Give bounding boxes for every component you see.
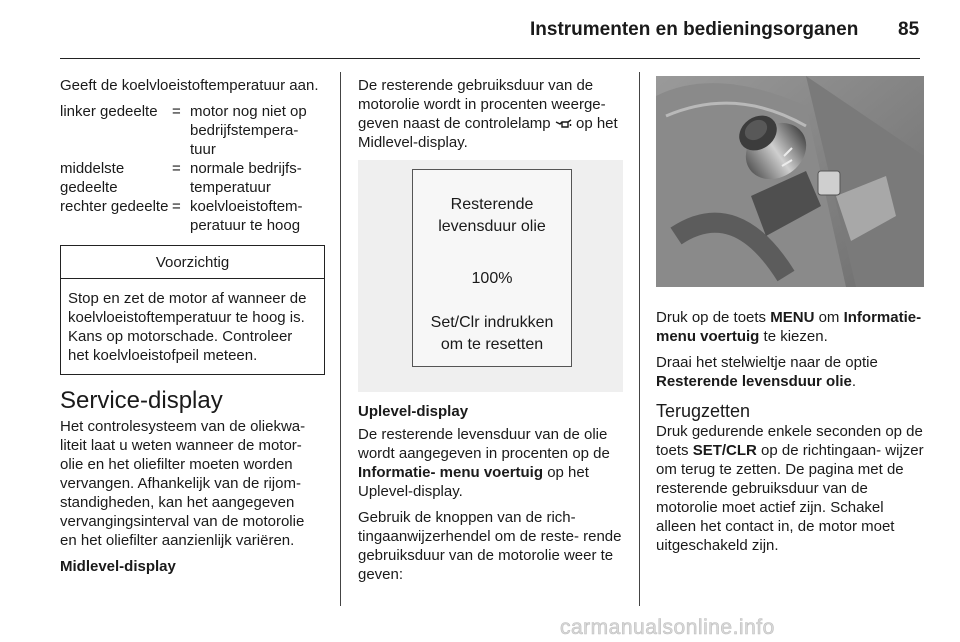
uplevel-paragraph: De resterende levensduur van de olie wor…	[358, 425, 623, 501]
menu-option: Informatie- menu voertuig	[656, 309, 922, 345]
header-rule	[60, 58, 920, 59]
oil-can-icon	[555, 119, 572, 128]
column-right: Druk op de toets MENU om Informatie- men…	[656, 76, 924, 562]
intro-text: Geeft de koelvloeistoftemperatuur aan.	[60, 77, 319, 94]
midlevel-text-a: De resterende gebruiksduur van de motoro…	[358, 77, 606, 132]
caution-text: Stop en zet de motor af wanneer de koelv…	[68, 290, 307, 364]
menu-text-c: te kiezen.	[763, 328, 828, 345]
definition-eq: =	[172, 103, 181, 120]
caution-title: Voorzichtig	[61, 246, 324, 279]
column-middle: De resterende gebruiksduur van de motoro…	[358, 76, 623, 591]
reset-text-a: Druk gedurende enkele seconden op de toe…	[656, 423, 923, 459]
midlevel-display-figure: Resterende levensduur olie 100% Set/Clr …	[358, 160, 623, 392]
display-line: levensduur olie	[438, 218, 546, 235]
definition-eq: =	[172, 160, 181, 177]
definition-term: linker gedeelte	[60, 103, 158, 120]
reset-paragraph: Druk gedurende enkele seconden op de toe…	[656, 422, 924, 555]
midlevel-text-b: op het Midlevel-display.	[358, 115, 618, 151]
wheel-text-a: Draai het stelwieltje naar de optie	[656, 354, 878, 371]
definition-desc: koelvloeistoftem- peratuur te hoog	[190, 198, 303, 234]
definition-term: middelste gedeelte	[60, 160, 125, 196]
column-divider-right	[639, 72, 640, 606]
column-divider-left	[340, 72, 341, 606]
definition-eq: =	[172, 198, 181, 215]
menu-key: MENU	[770, 309, 815, 326]
display-screen: Resterende levensduur olie 100% Set/Clr …	[412, 169, 572, 367]
column-left: Geeft de koelvloeistoftemperatuur aan. l…	[60, 76, 325, 583]
uplevel-text-b: op het Uplevel-display.	[358, 464, 589, 500]
uplevel-text-a: De resterende levensduur van de olie wor…	[358, 426, 610, 462]
reset-heading: Terugzetten	[656, 401, 751, 421]
uplevel-menu-name: Informatie- menu voertuig	[358, 464, 544, 481]
wheel-option: Resterende levensduur olie	[656, 373, 852, 390]
caution-box: Voorzichtig Stop en zet de motor af wann…	[60, 245, 325, 375]
midlevel-paragraph: De resterende gebruiksduur van de motoro…	[358, 76, 623, 152]
menu-paragraph: Druk op de toets MENU om Informatie- men…	[656, 308, 924, 346]
definition-row: rechter gedeelte = koelvloeistoftem- per…	[60, 197, 325, 235]
temperature-definitions: linker gedeelte = motor nog niet op bedr…	[60, 102, 325, 235]
menu-text-a: Druk op de toets	[656, 309, 767, 326]
section-heading: Service-display	[60, 387, 223, 414]
wheel-paragraph: Draai het stelwieltje naar de optie Rest…	[656, 353, 924, 391]
section-text: Het controlesysteem van de oliekwa- lite…	[60, 418, 306, 549]
watermark-logo: carmanualsonline.info	[560, 616, 775, 640]
definition-row: middelste gedeelte = normale bedrijfs- t…	[60, 159, 325, 197]
definition-desc: normale bedrijfs- temperatuur	[190, 160, 302, 196]
header-title: Instrumenten en bedieningsorganen	[530, 19, 859, 40]
reset-text-b: op de richtingaan- wijzer om terug te ze…	[656, 442, 924, 554]
page-number: 85	[898, 19, 920, 40]
display-line: Set/Clr indrukken	[430, 314, 554, 331]
uplevel-heading: Uplevel-display	[358, 403, 469, 420]
turn-signal-lever-photo	[656, 76, 924, 287]
reset-key: SET/CLR	[692, 442, 757, 459]
menu-text-b: om	[818, 309, 840, 326]
definition-row: linker gedeelte = motor nog niet op bedr…	[60, 102, 325, 159]
definition-desc: motor nog niet op bedrijfstempera- tuur	[190, 103, 307, 158]
display-percentage: 100%	[471, 270, 513, 287]
display-line: Resterende	[450, 196, 534, 213]
buttons-paragraph: Gebruik de knoppen van de rich- tingaanw…	[358, 509, 622, 583]
wheel-text-c: .	[851, 373, 857, 390]
svg-text:carmanualsonline.info: carmanualsonline.info	[560, 616, 775, 639]
midlevel-heading: Midlevel-display	[60, 558, 176, 575]
display-line: om te resetten	[440, 336, 544, 353]
definition-term: rechter gedeelte	[60, 198, 169, 215]
